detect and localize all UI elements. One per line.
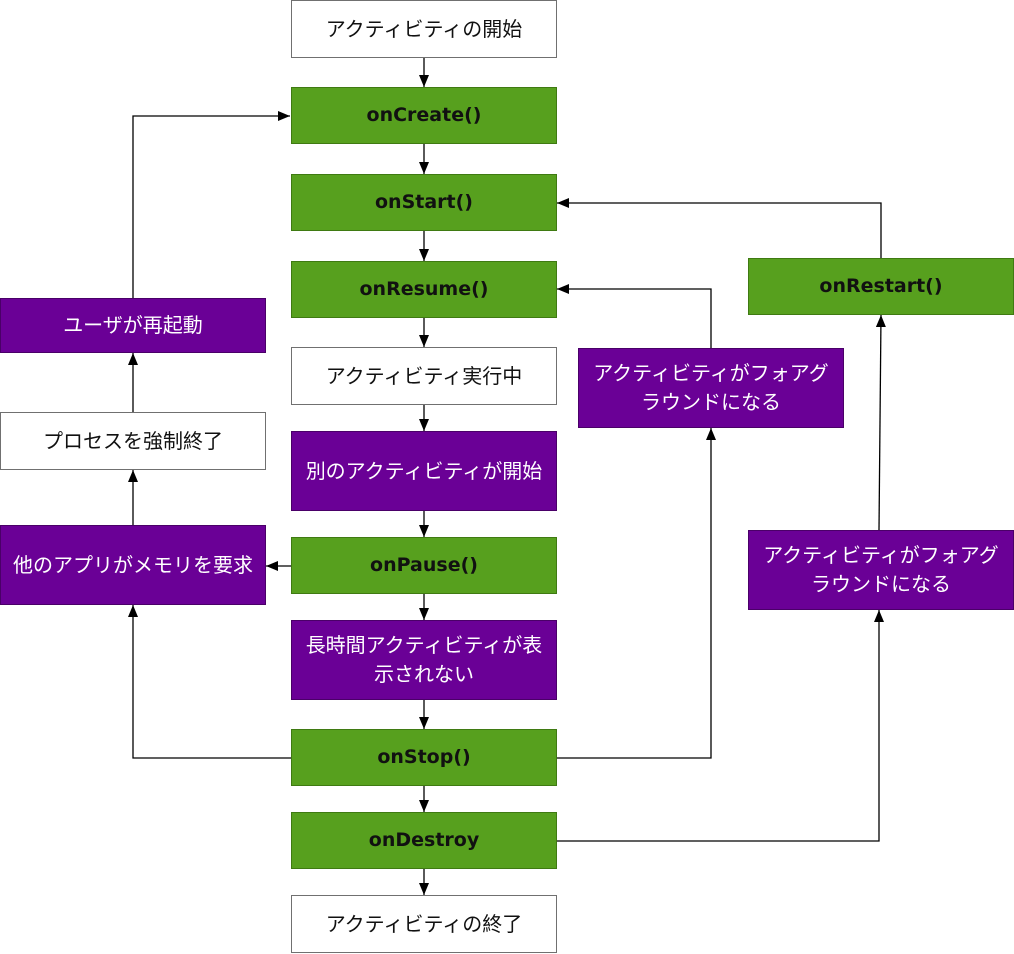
onpause-node: onPause() bbox=[291, 537, 557, 594]
onstart-node: onStart() bbox=[291, 174, 557, 231]
foreground-from-pause-node: アクティビティがフォアグラウンドになる bbox=[578, 348, 844, 428]
other-activity-starts-node: 別のアクティビティが開始 bbox=[291, 431, 557, 511]
onrestart-node: onRestart() bbox=[748, 258, 1014, 315]
ondestroy-node: onDestroy bbox=[291, 812, 557, 869]
memory-needed-node: 他のアプリがメモリを要求 bbox=[0, 525, 266, 605]
process-killed-node: プロセスを強制終了 bbox=[0, 412, 266, 470]
activity-end-node: アクティビティの終了 bbox=[291, 895, 557, 953]
edge-onstop-to-foreground1 bbox=[557, 428, 716, 759]
onresume-node: onResume() bbox=[291, 261, 557, 318]
edge-foreground2-to-onrestart bbox=[875, 314, 886, 531]
edge-relaunch-to-oncreate bbox=[132, 111, 290, 298]
oncreate-node: onCreate() bbox=[291, 87, 557, 144]
edge-ondestroy-to-foreground2 bbox=[557, 610, 884, 842]
edge-foreground1-to-onresume bbox=[557, 284, 712, 348]
edge-onstop-to-memory bbox=[128, 605, 291, 759]
foreground-from-stop-node: アクティビティがフォアグラウンドになる bbox=[748, 530, 1014, 610]
activity-not-visible-node: 長時間アクティビティが表示されない bbox=[291, 620, 557, 700]
activity-start-node: アクティビティの開始 bbox=[291, 0, 557, 58]
activity-running-node: アクティビティ実行中 bbox=[291, 347, 557, 405]
onstop-node: onStop() bbox=[291, 729, 557, 786]
user-relaunch-node: ユーザが再起動 bbox=[0, 298, 266, 353]
edge-onrestart-to-onstart bbox=[557, 198, 882, 258]
